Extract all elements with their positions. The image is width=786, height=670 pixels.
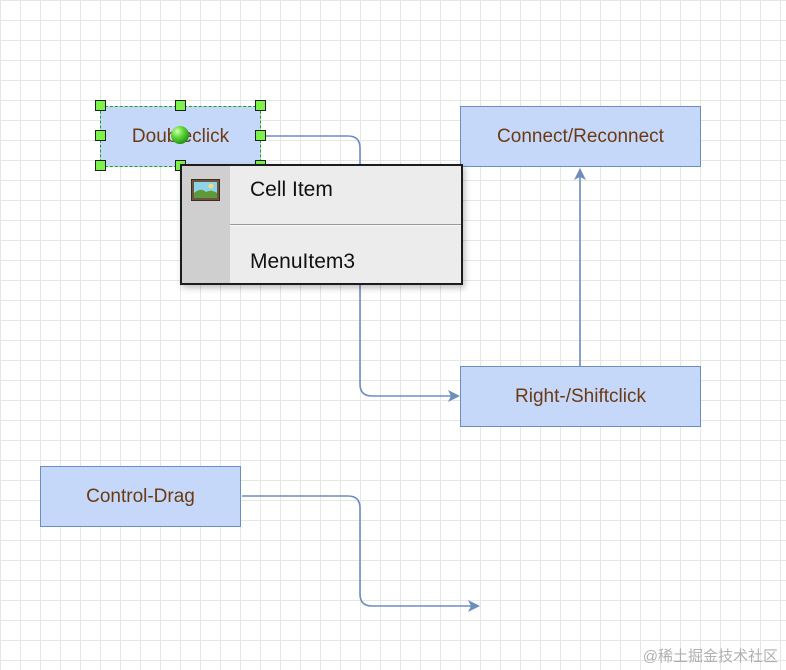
resize-handle-top-left[interactable] [95, 100, 106, 111]
menu-item-cell-item[interactable]: Cell Item [182, 168, 461, 212]
vertex-connect-reconnect[interactable]: Connect/Reconnect [460, 106, 701, 167]
resize-handle-left[interactable] [95, 130, 106, 141]
edge-controldrag-preview[interactable] [242, 495, 480, 612]
resize-handle-bottom-left[interactable] [95, 160, 106, 171]
menu-item-menuitem3[interactable]: MenuItem3 [182, 240, 461, 284]
vertex-control-drag-label: Control-Drag [86, 485, 195, 507]
menu-item-cell-item-label: Cell Item [250, 178, 333, 201]
vertex-right-shiftclick-label: Right-/Shiftclick [515, 385, 646, 407]
resize-handle-right[interactable] [255, 130, 266, 141]
vertex-connect-reconnect-label: Connect/Reconnect [497, 125, 664, 147]
context-menu: Cell Item MenuItem3 [180, 164, 463, 285]
menu-item-menuitem3-label: MenuItem3 [250, 250, 356, 273]
image-icon [191, 179, 220, 201]
menu-separator [230, 224, 461, 226]
vertex-right-shiftclick[interactable]: Right-/Shiftclick [460, 366, 701, 427]
watermark-text: @稀土掘金技术社区 [642, 648, 778, 665]
resize-handle-top-right[interactable] [255, 100, 266, 111]
vertex-control-drag[interactable]: Control-Drag [40, 466, 241, 527]
connection-handle-icon[interactable] [171, 126, 189, 144]
resize-handle-top[interactable] [175, 100, 186, 111]
